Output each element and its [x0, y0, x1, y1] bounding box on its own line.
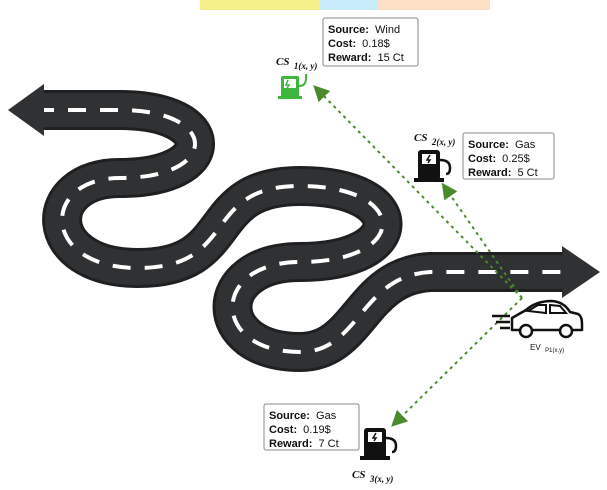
cs1-label: CS 1(x, y) [276, 52, 317, 71]
cs3-cost-label: Cost: [269, 424, 297, 436]
cs1-reward-label: Reward: [328, 52, 371, 64]
cs2-label-main: CS [414, 132, 427, 144]
cs2-label-sub: 2(x, y) [431, 137, 456, 147]
cs1-source-label: Source: [328, 24, 369, 36]
svg-text:Source: Gas: Source: Gas [269, 410, 337, 422]
ev-charging-station-icon [278, 74, 306, 99]
charging-station-1: Source: Wind Cost: 0.18$ Reward: 15 Ct C… [276, 18, 418, 99]
cs3-label: CS 3(x, y) [352, 465, 393, 484]
cs2-reward-label: Reward: [468, 167, 511, 179]
road-arrow-left [8, 84, 44, 136]
cs3-source-label: Source: [269, 410, 310, 422]
svg-text:Source: Wind: Source: Wind [328, 24, 400, 36]
cs1-cost-value: 0.18$ [362, 38, 390, 50]
charging-station-3: Source: Gas Cost: 0.19$ Reward: 7 Ct CS … [264, 404, 396, 484]
vehicle-label-sub: P1(x,y) [545, 348, 564, 354]
cs3-reward-value: 7 Ct [318, 438, 338, 450]
svg-text:Cost: 0.18$: Cost: 0.18$ [328, 38, 390, 50]
cs1-label-sub: 1(x, y) [294, 61, 318, 71]
cs1-cost-label: Cost: [328, 38, 356, 50]
vehicle-label-main: EV [530, 343, 541, 352]
cs3-label-sub: 3(x, y) [369, 474, 394, 484]
electric-vehicle: EV P1(x,y) [492, 301, 582, 354]
cs2-cost-label: Cost: [468, 153, 496, 165]
svg-text:Cost: 0.19$: Cost: 0.19$ [269, 424, 331, 436]
cs1-source-value: Wind [375, 24, 400, 36]
cs3-label-main: CS [352, 469, 365, 481]
svg-text:Reward: 7 Ct: Reward: 7 Ct [269, 438, 339, 450]
gas-pump-icon [414, 150, 450, 182]
cs2-source-value: Gas [515, 139, 536, 151]
road-arrow-right [562, 246, 600, 298]
cs3-reward-label: Reward: [269, 438, 312, 450]
gas-pump-icon [360, 428, 396, 460]
svg-text:Reward: 15 Ct: Reward: 15 Ct [328, 52, 404, 64]
cs3-cost-value: 0.19$ [303, 424, 331, 436]
cs3-source-value: Gas [316, 410, 337, 422]
cs2-label: CS 2(x, y) [414, 128, 455, 147]
cs2-reward-value: 5 Ct [517, 167, 537, 179]
cs1-reward-value: 15 Ct [377, 52, 403, 64]
cs1-label-main: CS [276, 56, 289, 68]
charging-station-2: Source: Gas Cost: 0.25$ Reward: 5 Ct CS … [414, 128, 554, 182]
vehicle-label: EV P1(x,y) [530, 337, 564, 354]
svg-text:Reward: 5 Ct: Reward: 5 Ct [468, 167, 538, 179]
road [8, 84, 600, 352]
car-icon [492, 301, 582, 337]
svg-text:Cost: 0.25$: Cost: 0.25$ [468, 153, 530, 165]
cs2-cost-value: 0.25$ [502, 153, 530, 165]
cs2-source-label: Source: [468, 139, 509, 151]
svg-text:Source: Gas: Source: Gas [468, 139, 536, 151]
